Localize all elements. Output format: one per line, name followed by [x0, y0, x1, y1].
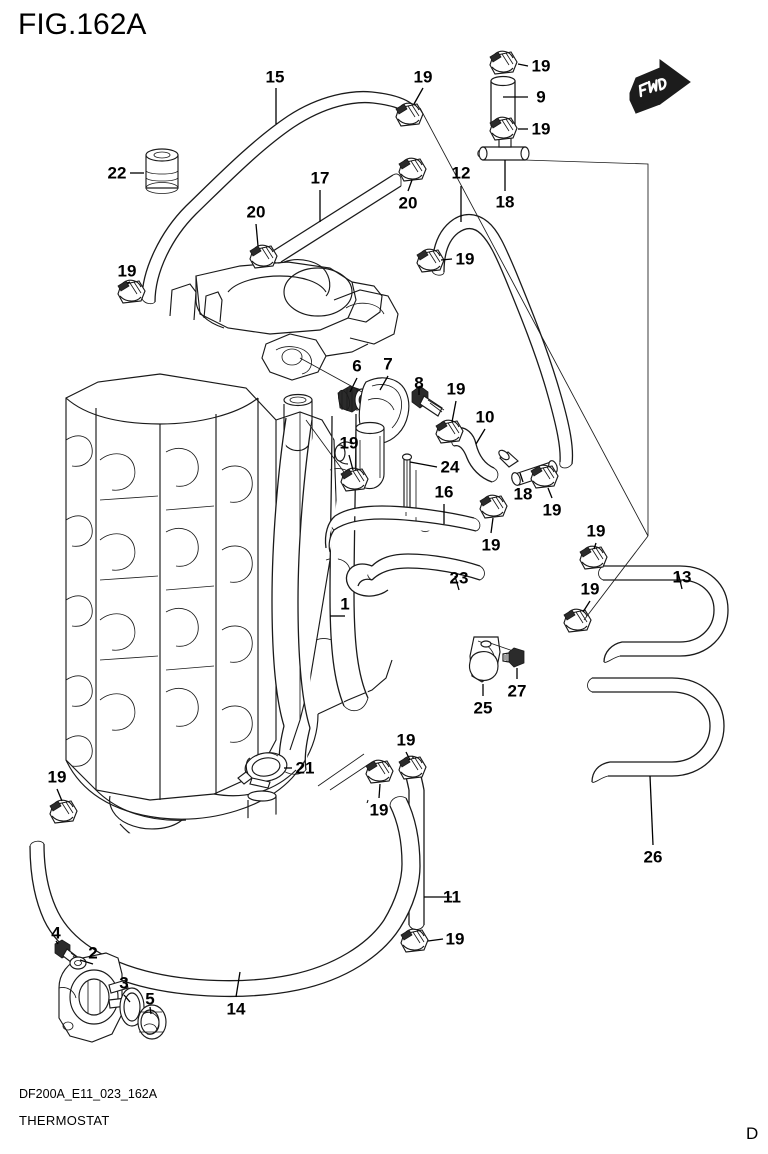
callout-tee-joint-18[interactable]: 18 [513, 484, 533, 504]
callout-thermostat-6[interactable]: 6 [352, 356, 362, 376]
hose-26 [587, 677, 725, 783]
callout-hose-clip-19[interactable]: 19 [580, 579, 600, 599]
grommet-22 [145, 148, 179, 194]
callout-water-hose-23[interactable]: 23 [449, 568, 469, 588]
callout-thermostat-case-7[interactable]: 7 [383, 354, 393, 374]
callout-hose-clip-19[interactable]: 19 [396, 730, 416, 750]
engine-block [65, 259, 399, 868]
callout-hose-clip-19[interactable]: 19 [47, 767, 67, 787]
callout-hose-clip-19[interactable]: 19 [481, 535, 501, 555]
callout-hose-clip-19[interactable]: 19 [446, 379, 466, 399]
callout-hose-clip-19[interactable]: 19 [339, 433, 359, 453]
callout-relief-valve-5[interactable]: 5 [145, 989, 155, 1009]
callout-hose-clip-19[interactable]: 19 [117, 261, 137, 281]
callout-tube-clip-20[interactable]: 20 [246, 202, 266, 222]
callout-water-hose-main-1[interactable]: 1 [340, 594, 350, 614]
callout-bolt-4[interactable]: 4 [51, 923, 61, 943]
callout-hose-short-straight-9[interactable]: 9 [536, 87, 546, 107]
callout-breather-pipe-24[interactable]: 24 [440, 457, 460, 477]
callout-thermostat-housing-2[interactable]: 2 [88, 943, 98, 963]
hose-12 [431, 213, 574, 469]
callout-water-hose-short-10[interactable]: 10 [475, 407, 495, 427]
relief-valve-5 [137, 1004, 167, 1040]
callout-hose-clip-19[interactable]: 19 [455, 249, 475, 269]
hose-1 [271, 417, 313, 775]
callout-water-hose-11[interactable]: 11 [443, 887, 461, 907]
callout-hose-band-clamp-21[interactable]: 21 [295, 758, 315, 778]
callout-o-ring-3[interactable]: 3 [119, 973, 129, 993]
bolt-27 [502, 647, 525, 668]
footer-part-code: DF200A_E11_023_162A [19, 1087, 158, 1101]
callout-hose-clip-19[interactable]: 19 [369, 800, 389, 820]
housing-2 [58, 952, 129, 1043]
page-corner-letter: D [746, 1124, 759, 1143]
hose-23 [345, 553, 485, 597]
callout-hose-clamp-bracket-25[interactable]: 25 [473, 698, 493, 718]
bracket-25 [468, 636, 517, 683]
callout-tube-clip-20[interactable]: 20 [398, 193, 418, 213]
figure-title: FIG.162A [18, 8, 147, 41]
hose-15 [141, 90, 413, 305]
thermostat-case-7 [334, 377, 410, 490]
callout-bolt-8[interactable]: 8 [414, 373, 424, 393]
callout-grommet-22[interactable]: 22 [107, 163, 127, 183]
footer-section-name: THERMOSTAT [19, 1113, 110, 1128]
callout-water-tube-17[interactable]: 17 [310, 168, 330, 188]
callout-bolt-27[interactable]: 27 [507, 681, 527, 701]
callout-water-hose-long-upper-15[interactable]: 15 [265, 67, 285, 87]
callout-hose-clip-19[interactable]: 19 [531, 56, 551, 76]
callout-hose-clip-19[interactable]: 19 [413, 67, 433, 87]
callout-water-hose-u-26[interactable]: 26 [643, 847, 663, 867]
callout-hose-clip-19[interactable]: 19 [445, 929, 465, 949]
bolt-8 [411, 385, 445, 417]
hose-clip-19-group [49, 50, 608, 953]
callout-water-hose-12[interactable]: 12 [451, 163, 471, 183]
callout-tee-joint-18[interactable]: 18 [495, 192, 515, 212]
hose-9 [490, 75, 516, 130]
hose-13 [598, 565, 729, 663]
hose-16 [324, 505, 481, 553]
band-clamp-21 [237, 752, 288, 789]
callout-water-hose-16[interactable]: 16 [434, 482, 454, 502]
hose-14 [29, 796, 421, 998]
callout-water-hose-long-lower-14[interactable]: 14 [226, 999, 246, 1019]
callout-hose-clip-19[interactable]: 19 [586, 521, 606, 541]
callout-hose-clip-19[interactable]: 19 [542, 500, 562, 520]
fwd-arrow-icon [629, 59, 691, 114]
leader-lines [55, 63, 683, 1015]
callout-water-hose-u-13[interactable]: 13 [672, 567, 692, 587]
callout-hose-clip-19[interactable]: 19 [531, 119, 551, 139]
